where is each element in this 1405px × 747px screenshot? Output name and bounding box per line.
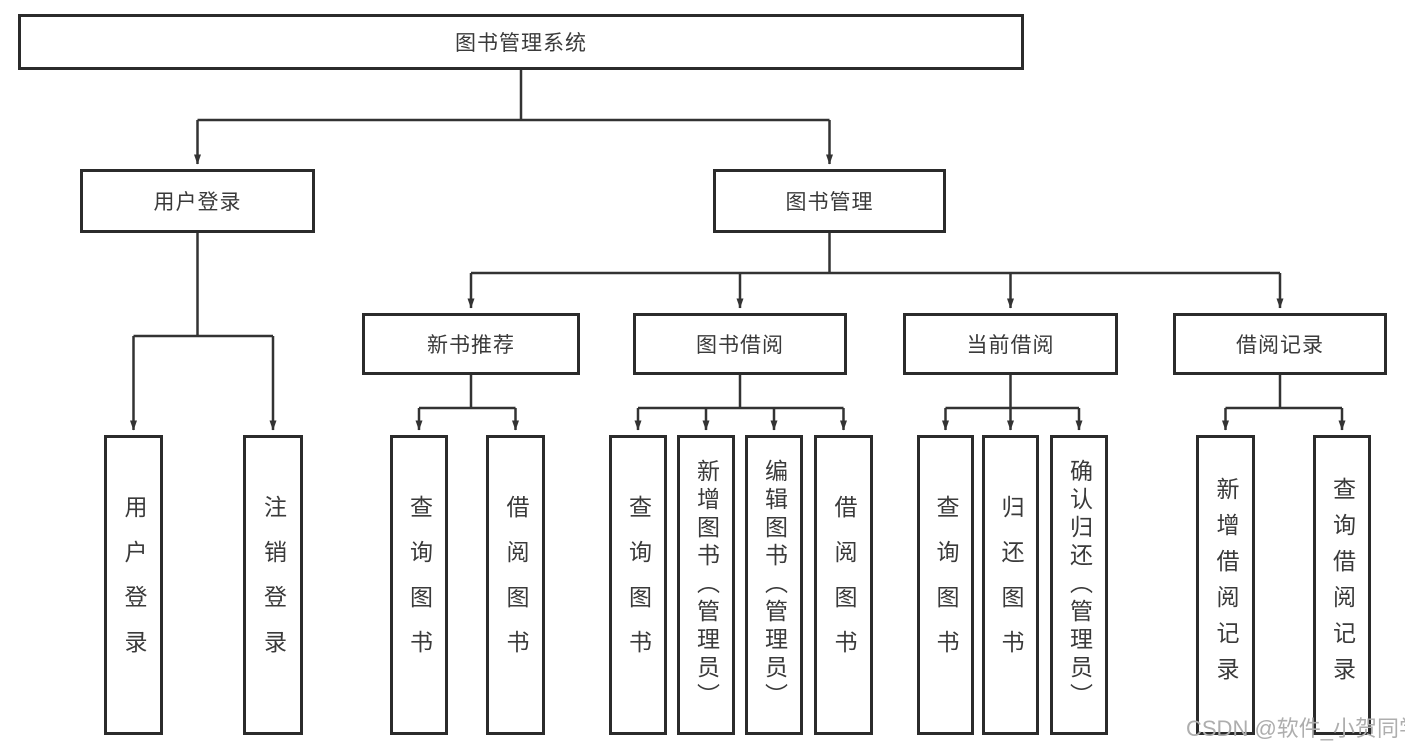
leaf-confirm-return-admin: 确认归还（管理员） [1050,435,1108,735]
node-label: 查询借阅记录 [1329,477,1356,693]
leaf-borrow-book-1: 借阅图书 [486,435,545,735]
node-user-login: 用户登录 [80,169,315,233]
node-label: 归还图书 [998,495,1024,675]
leaf-query-book-3: 查询图书 [917,435,974,735]
node-label: 新书推荐 [427,334,515,357]
node-borrow-record: 借阅记录 [1173,313,1387,375]
leaf-edit-book-admin: 编辑图书（管理员） [745,435,803,735]
node-label: 确认归还（管理员） [1066,459,1093,711]
node-book-management: 图书管理 [713,169,946,233]
node-label: 编辑图书（管理员） [761,459,788,711]
leaf-logout: 注销登录 [243,435,303,735]
node-label: 用户登录 [153,191,242,214]
leaf-borrow-book-2: 借阅图书 [814,435,873,735]
node-label: 图书借阅 [696,334,784,357]
leaf-query-book-1: 查询图书 [390,435,448,735]
node-new-book-recommend: 新书推荐 [362,313,580,375]
node-current-borrow: 当前借阅 [903,313,1118,375]
leaf-return-book: 归还图书 [982,435,1039,735]
node-label: 图书管理系统 [455,32,587,55]
node-book-borrow: 图书借阅 [633,313,847,375]
node-label: 图书管理 [785,191,874,214]
node-label: 借阅图书 [831,495,857,675]
leaf-query-borrow-record: 查询借阅记录 [1313,435,1371,735]
node-library-management-system: 图书管理系统 [18,14,1024,70]
csdn-watermark: CSDN @软件_小贺同学 [1186,716,1405,741]
node-label: 当前借阅 [966,334,1055,357]
node-label: 查询图书 [406,495,433,675]
leaf-query-book-2: 查询图书 [609,435,667,735]
node-label: 新增借阅记录 [1213,477,1239,693]
leaf-user-login: 用户登录 [104,435,163,735]
node-label: 查询图书 [933,495,959,675]
node-label: 借阅图书 [503,495,529,675]
node-label: 用户登录 [121,495,147,675]
node-label: 注销登录 [260,495,287,675]
node-label: 查询图书 [625,495,652,675]
leaf-add-book-admin: 新增图书（管理员） [677,435,735,735]
node-label: 借阅记录 [1236,334,1324,357]
leaf-add-borrow-record: 新增借阅记录 [1196,435,1255,735]
node-label: 新增图书（管理员） [693,459,720,711]
